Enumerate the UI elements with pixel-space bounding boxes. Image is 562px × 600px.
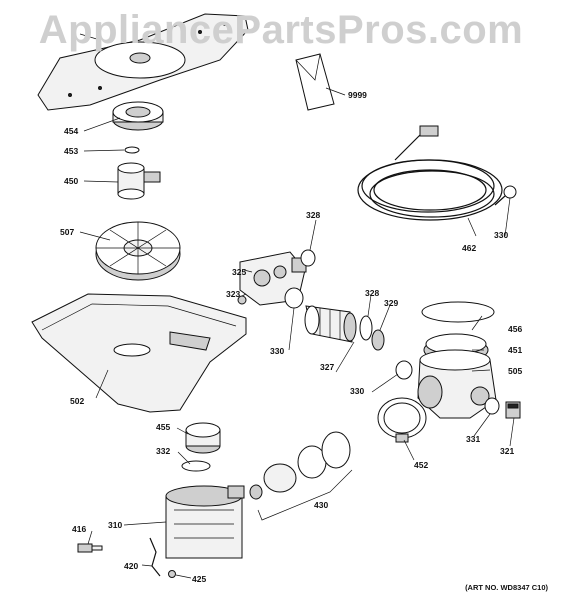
label-310: 310 <box>108 520 123 530</box>
label-420: 420 <box>124 561 139 571</box>
part-505-sump <box>417 349 497 419</box>
label-430: 430 <box>314 500 329 510</box>
label-323: 323 <box>226 289 241 299</box>
part-328-ring-b <box>359 315 373 341</box>
part-455-cap <box>185 422 221 454</box>
label-325: 325 <box>232 267 247 277</box>
leader-lines <box>79 33 515 579</box>
art-number: (ART NO. WD8347 C10) <box>465 583 548 592</box>
label-321: 321 <box>500 446 515 456</box>
label-505: 505 <box>508 366 523 376</box>
label-330b: 330 <box>350 386 365 396</box>
label-328b: 328 <box>365 288 380 298</box>
label-327: 327 <box>320 362 335 372</box>
part-454-ring <box>112 101 164 131</box>
part-9999-manual <box>295 53 335 111</box>
part-332-clamp <box>181 460 211 472</box>
spray-arm <box>37 13 249 111</box>
label-507: 507 <box>60 227 75 237</box>
part-328-ring <box>300 249 316 267</box>
part-453-oring <box>124 146 140 154</box>
part-450-hub <box>117 162 161 200</box>
label-425: 425 <box>192 574 207 584</box>
part-462-hose <box>357 125 506 221</box>
part-425-screw <box>168 570 176 578</box>
part-430-impeller-kit <box>249 431 353 521</box>
label-331: 331 <box>466 434 481 444</box>
part-330-clamp-b <box>284 287 304 309</box>
part-507-filter <box>95 221 181 281</box>
label-452: 452 <box>414 460 429 470</box>
part-310-motor <box>165 485 245 559</box>
part-420-wire <box>149 537 161 577</box>
label-329: 329 <box>384 298 399 308</box>
part-327-tube <box>304 305 357 343</box>
label-455: 455 <box>156 422 171 432</box>
part-502-plate <box>31 293 247 413</box>
label-456: 456 <box>508 324 523 334</box>
label-332: 332 <box>156 446 171 456</box>
part-331-clamp <box>484 397 500 415</box>
part-452-clamp <box>377 397 427 443</box>
label-454: 454 <box>64 126 79 136</box>
label-453: 453 <box>64 146 79 156</box>
part-330-clamp <box>503 185 517 199</box>
label-328a: 328 <box>306 210 321 220</box>
label-330a: 330 <box>270 346 285 356</box>
part-456-gasket <box>421 301 495 323</box>
part-329-ring <box>371 329 385 351</box>
label-462: 462 <box>462 243 477 253</box>
label-450: 450 <box>64 176 79 186</box>
part-321-fitting <box>505 401 521 419</box>
label-451: 451 <box>508 345 523 355</box>
label-9999: 9999 <box>348 90 367 100</box>
part-416-bolt <box>77 543 103 553</box>
part-330-clamp-c <box>395 360 413 380</box>
label-330c: 330 <box>494 230 509 240</box>
label-416: 416 <box>72 524 87 534</box>
label-502: 502 <box>70 396 85 406</box>
